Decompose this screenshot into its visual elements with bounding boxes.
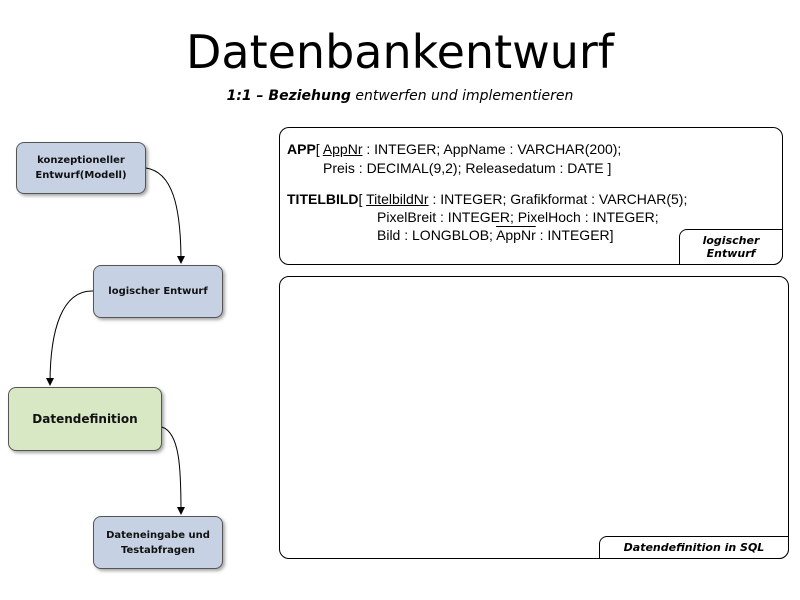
titelbild-line3-end: : INTEGER] — [535, 227, 614, 243]
logical-design-label: logischer Entwurf — [679, 229, 783, 265]
flow-node-konzeptionell: konzeptioneller Entwurf(Modell) — [16, 142, 146, 194]
app-open-bracket: [ — [315, 141, 323, 157]
connector-1-2 — [145, 167, 185, 264]
flow-node-dateneingabe: Dateneingabe und Testabfragen — [93, 516, 223, 569]
app-primary-key: AppNr — [322, 141, 363, 157]
connector-2-3 — [46, 290, 94, 386]
titelbild-line1-rest: : INTEGER; Grafikformat : VARCHAR(5); — [428, 191, 688, 207]
titelbild-relation-line-2: PixelBreit : INTEGER; PixelHoch : INTEGE… — [377, 209, 659, 225]
titelbild-relation-line-3: Bild : LONGBLOB; AppNr : INTEGER] — [377, 226, 614, 244]
page-subtitle: 1:1 – Beziehung entwerfen und implementi… — [0, 88, 800, 104]
logical-design-panel: logischer Entwurf — [279, 127, 783, 265]
sql-definition-label: Datendefinition in SQL — [599, 536, 789, 559]
titelbild-open-bracket: [ — [358, 191, 367, 207]
subtitle-rest: entwerfen und implementieren — [350, 88, 574, 104]
flow-node-logisch: logischer Entwurf — [93, 265, 223, 318]
titelbild-relation-name: TITELBILD — [287, 191, 359, 207]
titelbild-primary-key: TitelbildNr — [366, 191, 429, 207]
titelbild-relation-line-1: TITELBILD[ TitelbildNr : INTEGER; Grafik… — [287, 190, 687, 208]
subtitle-bold: 1:1 – Beziehung — [226, 88, 351, 104]
app-line1-rest: : INTEGER; AppName : VARCHAR(200); — [362, 141, 622, 157]
app-relation-name: APP — [287, 141, 316, 157]
page-title: Datenbankentwurf — [185, 25, 614, 79]
titelbild-foreign-key: AppNr — [496, 227, 536, 243]
flow-node-datendefinition: Datendefinition — [8, 387, 162, 451]
app-relation-line-1: APP[ AppNr : INTEGER; AppName : VARCHAR(… — [287, 140, 621, 158]
titelbild-line3-start: Bild : LONGBLOB; — [377, 227, 497, 243]
app-relation-line-2: Preis : DECIMAL(9,2); Releasedatum : DAT… — [323, 160, 612, 176]
connector-3-4 — [161, 426, 185, 515]
sql-definition-panel[interactable]: Datendefinition in SQL — [279, 276, 789, 559]
